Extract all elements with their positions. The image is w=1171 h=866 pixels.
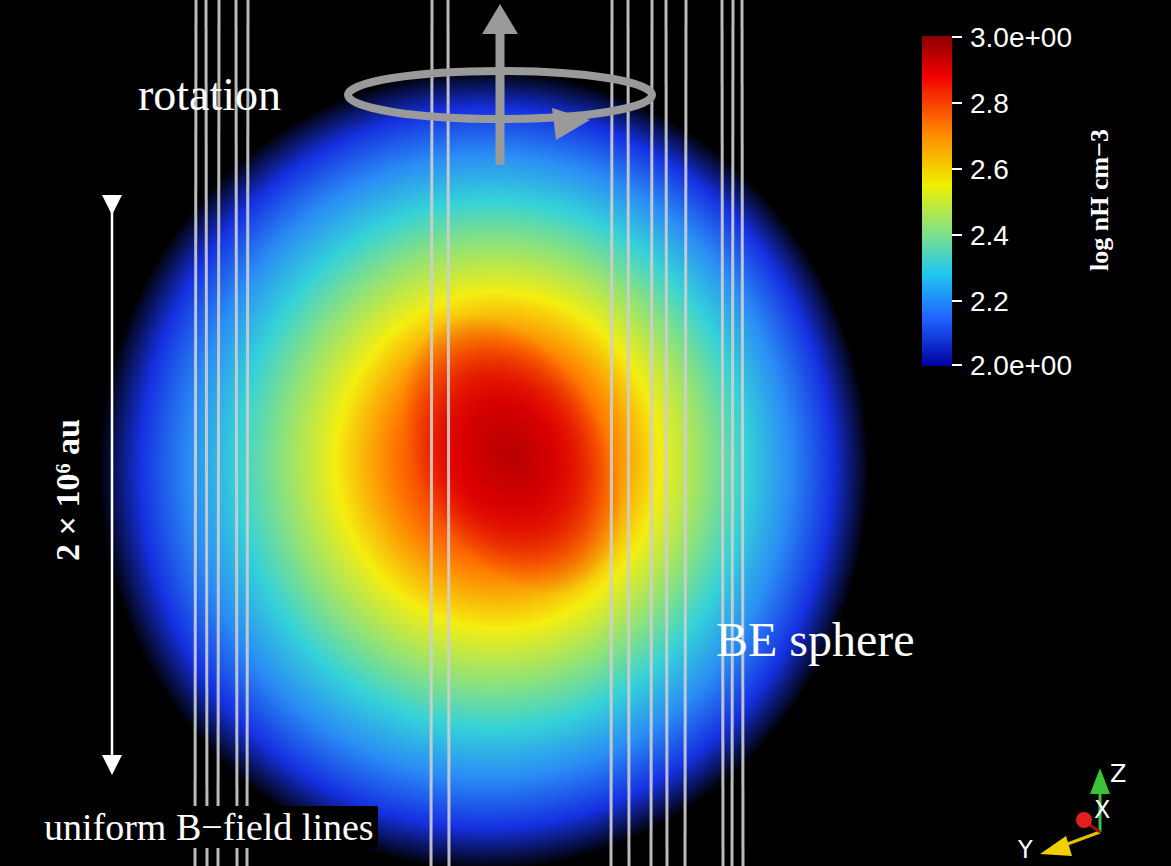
colorbar-tick: 2.8 — [970, 90, 1009, 118]
dimension-label: 2 × 10⁶ au — [51, 419, 85, 561]
field-lines — [195, 0, 743, 866]
colorbar-tick: 2.4 — [970, 222, 1009, 250]
colorbar-tick: 3.0e+00 — [970, 24, 1072, 52]
rotation-symbol — [348, 4, 652, 165]
colorbar-tick: 2.2 — [970, 288, 1009, 316]
axes-triad — [1040, 768, 1110, 856]
colorbar-tick: 2.6 — [970, 156, 1009, 184]
be-sphere — [99, 70, 869, 866]
dense-core — [358, 278, 667, 632]
axis-label: X — [1094, 798, 1110, 822]
colorbar-title: log nH cm−3 — [1087, 129, 1113, 271]
colorbar-tick: 2.0e+00 — [970, 352, 1072, 380]
rotation-label: rotation — [138, 72, 281, 118]
axis-label: Z — [1110, 762, 1126, 786]
colorbar-ticks — [952, 37, 962, 365]
dimension-arrow — [111, 210, 114, 770]
axis-label: Y — [1018, 838, 1033, 862]
colorbar — [922, 36, 952, 366]
object-label: BE sphere — [716, 616, 915, 664]
field-lines-label: uniform B−field lines — [40, 806, 378, 848]
